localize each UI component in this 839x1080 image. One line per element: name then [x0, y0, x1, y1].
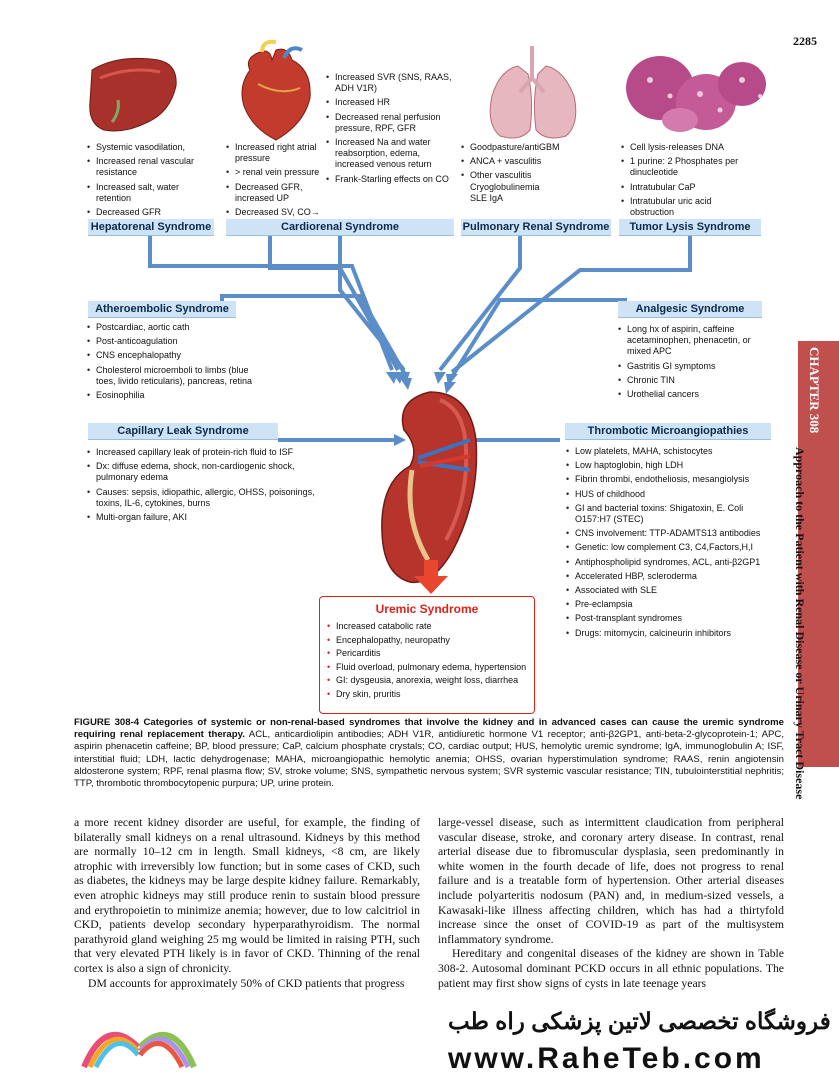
list-item: Associated with SLE [565, 585, 775, 596]
list-item: HUS of childhood [565, 489, 775, 500]
list-item: CNS encephalopathy [86, 350, 266, 361]
uremic-syndrome-box: Uremic Syndrome Increased catabolic rate… [319, 596, 535, 714]
kidney-illustration [382, 392, 477, 582]
list-item: Increased capillary leak of protein-rich… [86, 447, 326, 458]
list-item: Decreased renal perfusion pressure, RPF,… [325, 112, 455, 134]
capillary-leak-items: Increased capillary leak of protein-rich… [86, 447, 326, 526]
list-item: Cholesterol microemboli to limbs (blue t… [86, 365, 266, 387]
figure-caption: FIGURE 308-4 Categories of systemic or n… [74, 717, 784, 790]
list-item: Causes: sepsis, idiopathic, allergic, OH… [86, 487, 326, 509]
list-item: Gastritis GI symptoms [617, 361, 777, 372]
list-item: Pre-eclampsia [565, 599, 775, 610]
header-capillary-leak: Capillary Leak Syndrome [88, 423, 278, 440]
list-item: Increased SVR (SNS, RAAS, ADH V1R) [325, 72, 455, 94]
list-item: GI and bacterial toxins: Shigatoxin, E. … [565, 503, 775, 525]
list-item: Other vasculitis Cryoglobulinemia SLE Ig… [460, 170, 550, 204]
list-item: Genetic: low complement C3, C4,Factors,H… [565, 542, 775, 553]
analgesic-items: Long hx of aspirin, caffeine acetaminoph… [617, 324, 777, 403]
list-item: CNS involvement: TTP-ADAMTS13 antibodies [565, 528, 775, 539]
chapter-title: Approach to the Patient with Renal Disea… [792, 447, 807, 799]
list-item: Increased HR [325, 97, 455, 108]
liver-illustration [90, 58, 176, 131]
list-item: Eosinophilia [86, 390, 266, 401]
paragraph: a more recent kidney disorder are useful… [74, 816, 420, 977]
list-item: Intratubular CaP [620, 182, 740, 193]
list-item: Chronic TIN [617, 375, 777, 386]
list-item: Dry skin, pruritis [327, 689, 534, 701]
list-item: Increased renal vascular resistance [86, 156, 211, 178]
list-item: Antiphospholipid syndromes, ACL, anti-β2… [565, 557, 775, 568]
list-item: Fluid overload, pulmonary edema, hyperte… [327, 662, 534, 674]
body-column-left: a more recent kidney disorder are useful… [74, 816, 420, 991]
paragraph: large-vessel disease, such as intermitte… [438, 816, 784, 947]
body-column-right: large-vessel disease, such as intermitte… [438, 816, 784, 991]
atheroembolic-items: Postcardiac, aortic cath Post-anticoagul… [86, 322, 266, 404]
watermark-url: www.RaheTeb.com [448, 1042, 765, 1076]
tumor-cells-illustration [626, 56, 766, 132]
list-item: Intratubular uric acid obstruction [620, 196, 740, 218]
list-item: Systemic vasodilation, [86, 142, 211, 153]
uremic-title: Uremic Syndrome [320, 602, 534, 616]
list-item: GI: dysgeusia, anorexia, weight loss, di… [327, 675, 534, 687]
list-item: 1 purine: 2 Phosphates per dinucleotide [620, 156, 740, 178]
chapter-number: CHAPTER 308 [806, 347, 822, 433]
header-analgesic: Analgesic Syndrome [618, 301, 762, 318]
thrombotic-items: Low platelets, MAHA, schistocytes Low ha… [565, 446, 775, 642]
book-logo-icon [76, 1007, 202, 1075]
list-item: Decreased GFR [86, 207, 211, 218]
list-item: ANCA + vasculitis [460, 156, 565, 167]
paragraph: Hereditary and congenital diseases of th… [438, 947, 784, 991]
list-item: Post-anticoagulation [86, 336, 266, 347]
list-item: Long hx of aspirin, caffeine acetaminoph… [617, 324, 777, 358]
list-item: Low platelets, MAHA, schistocytes [565, 446, 775, 457]
cardiorenal-items-right: Increased SVR (SNS, RAAS, ADH V1R) Incre… [325, 72, 455, 188]
list-item: Encephalopathy, neuropathy [327, 635, 534, 647]
heart-illustration [242, 42, 310, 140]
list-item: Drugs: mitomycin, calcineurin inhibitors [565, 628, 775, 639]
list-item: Pericarditis [327, 648, 534, 660]
watermark-persian: فروشگاه تخصصی لاتین پزشکی راه طب [448, 1008, 831, 1035]
list-item: Cell lysis-releases DNA [620, 142, 740, 153]
list-item: Decreased GFR, increased UP [225, 182, 325, 204]
list-item: Post-transplant syndromes [565, 613, 775, 624]
header-atheroembolic: Atheroembolic Syndrome [88, 301, 236, 318]
list-item: Low haptoglobin, high LDH [565, 460, 775, 471]
list-item: Postcardiac, aortic cath [86, 322, 266, 333]
list-item: Increased Na and water reabsorption, ede… [325, 137, 455, 171]
hepatorenal-items: Systemic vasodilation, Increased renal v… [86, 142, 211, 221]
pulmonary-renal-items: Goodpasture/antiGBM ANCA + vasculitis Ot… [460, 142, 565, 207]
list-item: Increased salt, water retention [86, 182, 211, 204]
paragraph: DM accounts for approximately 50% of CKD… [74, 977, 420, 992]
list-item: Goodpasture/antiGBM [460, 142, 565, 153]
tumor-lysis-items: Cell lysis-releases DNA 1 purine: 2 Phos… [620, 142, 740, 221]
list-item: Increased right atrial pressure [225, 142, 325, 164]
header-cardiorenal: Cardiorenal Syndrome [226, 219, 454, 236]
list-item: Multi-organ failure, AKI [86, 512, 326, 523]
lungs-illustration [490, 46, 576, 138]
header-hepatorenal: Hepatorenal Syndrome [88, 219, 214, 236]
chapter-sidebar: CHAPTER 308 Approach to the Patient with… [789, 341, 839, 767]
list-item: > renal vein pressure [225, 167, 325, 178]
list-item: Increased catabolic rate [327, 621, 534, 633]
list-item: Fibrin thrombi, endotheliosis, mesangiol… [565, 474, 775, 485]
list-item: Urothelial cancers [617, 389, 777, 400]
header-thrombotic: Thrombotic Microangiopathies [565, 423, 771, 440]
list-item: Frank-Starling effects on CO [325, 174, 455, 185]
header-pulmonary-renal: Pulmonary Renal Syndrome [461, 219, 611, 236]
list-item: Accelerated HBP, scleroderma [565, 571, 775, 582]
header-tumor-lysis: Tumor Lysis Syndrome [619, 219, 761, 236]
list-item: Dx: diffuse edema, shock, non-cardiogeni… [86, 461, 326, 483]
